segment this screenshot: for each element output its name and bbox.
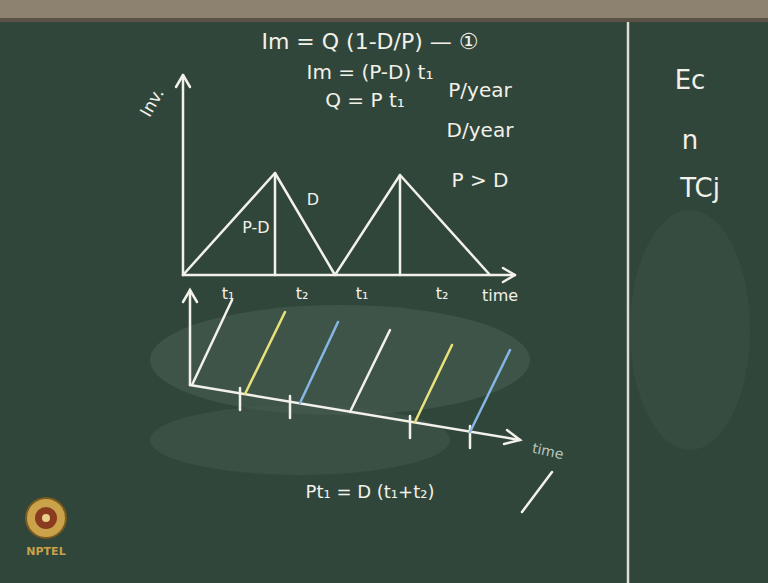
formula-fragment: Ec — [675, 66, 706, 95]
divider-line — [627, 22, 630, 583]
formula: Pt₁ = D (t₁+t₂) — [306, 482, 435, 502]
nptel-logo — [26, 498, 66, 538]
condition-note: P > D — [452, 169, 509, 191]
axis-label: time — [482, 287, 518, 305]
rate-note: P/year — [448, 79, 511, 101]
slope-label: P-D — [240, 219, 271, 237]
smudge — [150, 305, 530, 415]
slope-label: D — [305, 191, 321, 209]
time-label: t₁ — [222, 285, 235, 303]
board-frame — [0, 18, 768, 22]
formula: Im = Q (1-D/P) — ① — [261, 30, 478, 54]
time-label: t₂ — [436, 285, 449, 303]
axis-label: time — [531, 441, 565, 463]
formula-fragment: n — [682, 126, 698, 155]
board-frame — [0, 0, 768, 20]
time-label: t₁ — [356, 285, 369, 303]
axis-label: Inv. — [136, 84, 167, 119]
logo-text: NPTEL — [26, 546, 65, 558]
time-label: t₂ — [296, 285, 309, 303]
rate-note: D/year — [447, 119, 514, 141]
formula-fragment: TCj — [680, 174, 720, 203]
formula: Q = P t₁ — [325, 89, 405, 111]
smudge — [150, 405, 450, 475]
inventory-graph — [176, 75, 515, 282]
sawtooth-graph — [183, 290, 552, 512]
formula: Im = (P-D) t₁ — [307, 61, 434, 83]
smudge — [630, 210, 750, 450]
